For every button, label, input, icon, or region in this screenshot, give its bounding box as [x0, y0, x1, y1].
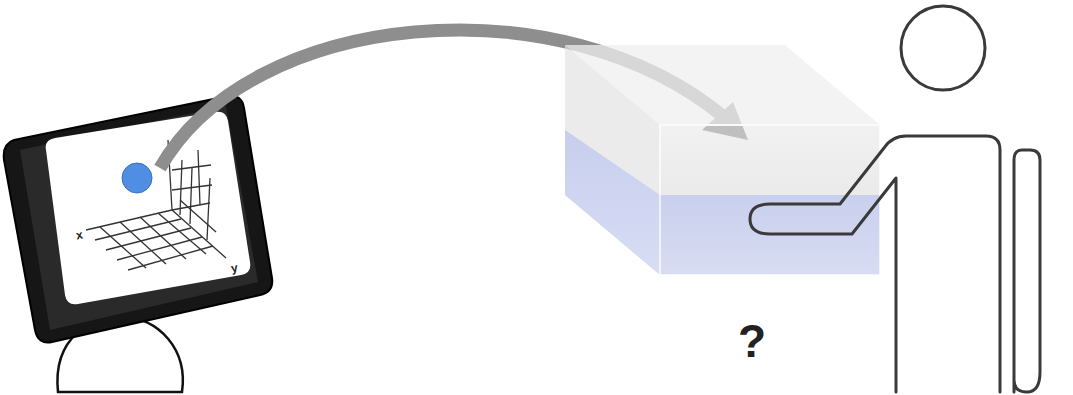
person-figure — [750, 6, 1040, 392]
question-mark: ? — [738, 318, 766, 364]
plot-grid — [86, 140, 226, 270]
monitor-screen — [46, 112, 251, 305]
container-box — [565, 45, 880, 275]
axis-label: x — [75, 229, 84, 242]
axis-label: y — [230, 262, 239, 275]
monitor-frame — [4, 96, 273, 343]
data-point — [122, 163, 152, 193]
monitor-bezel — [20, 106, 258, 330]
